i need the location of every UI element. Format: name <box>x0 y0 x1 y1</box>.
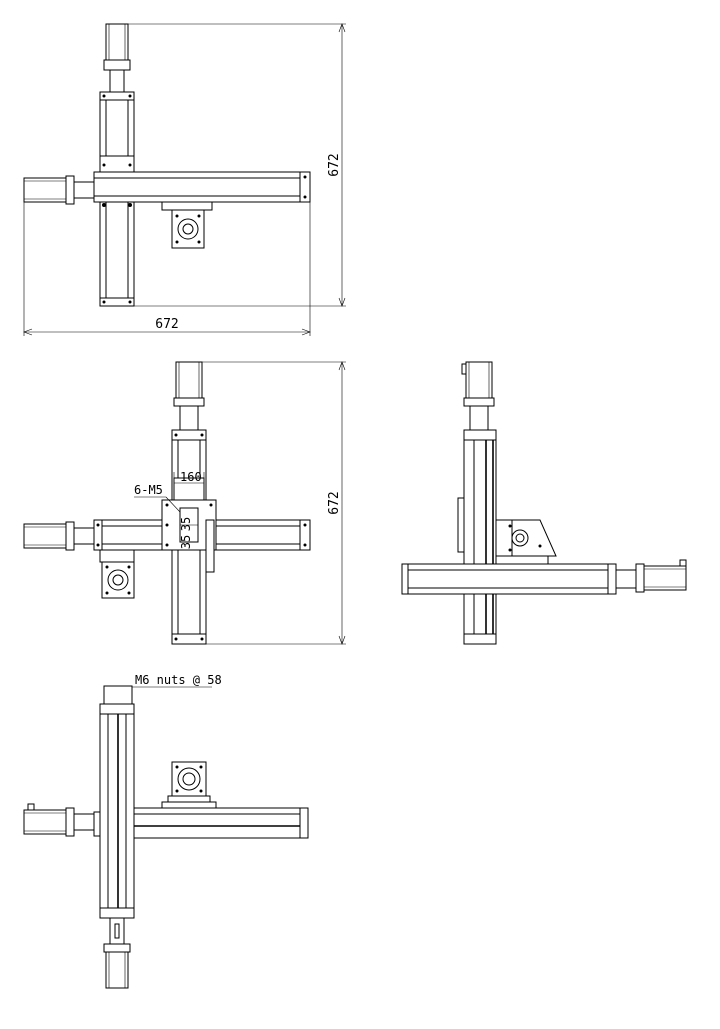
thread-callout-label: 6-M5 <box>134 483 163 497</box>
top-view-horizontal-rail <box>93 171 311 203</box>
bottom-view-left-motor <box>23 803 95 837</box>
center-view-height-label: 672 <box>327 491 342 514</box>
bottom-view-flange-motor <box>161 761 217 809</box>
bottom-view-vertical-rail <box>99 703 135 919</box>
top-view-flange-motor <box>161 201 213 249</box>
center-view-flange-motor <box>99 549 135 599</box>
top-view-height-dimension: 672 <box>128 23 346 307</box>
side-view <box>401 361 687 645</box>
hole-spacing-b-label: 35 <box>179 535 193 549</box>
top-view-height-label: 672 <box>327 153 342 176</box>
carriage-width-label: 160 <box>180 470 202 484</box>
center-view-height-dimension: 672 <box>202 361 346 645</box>
top-view-vertical-rail <box>99 91 135 307</box>
bottom-view-horizontal-rail <box>93 807 309 839</box>
side-view-carriage <box>495 519 557 565</box>
side-view-upper-motor <box>461 361 495 431</box>
side-view-right-motor <box>615 559 687 593</box>
bottom-view: M6 nuts @ 58 <box>23 673 309 989</box>
carriage-width-dimension: 160 <box>173 470 205 484</box>
thread-callout: 6-M5 <box>134 483 181 513</box>
hole-spacing-a-label: 35 <box>179 517 193 531</box>
center-view-left-motor <box>23 521 95 551</box>
bottom-view-lower-motor <box>103 917 131 989</box>
nut-callout: M6 nuts @ 58 <box>132 673 222 688</box>
top-view-width-label: 672 <box>155 317 178 332</box>
center-view-carriage: 35 35 <box>161 477 217 573</box>
side-view-vertical-rail <box>463 429 497 645</box>
top-view-upper-motor <box>103 23 131 93</box>
top-view: 672 672 <box>23 23 346 336</box>
center-view-upper-motor <box>173 361 205 431</box>
nut-callout-label: M6 nuts @ 58 <box>135 673 222 687</box>
top-view-width-dimension: 672 <box>23 202 311 336</box>
side-view-horizontal-rail <box>401 563 617 595</box>
bottom-view-top-block <box>103 685 133 705</box>
side-view-back-plate <box>457 497 465 553</box>
top-view-left-motor <box>23 175 95 205</box>
center-view: 35 35 160 6-M5 <box>23 361 346 645</box>
